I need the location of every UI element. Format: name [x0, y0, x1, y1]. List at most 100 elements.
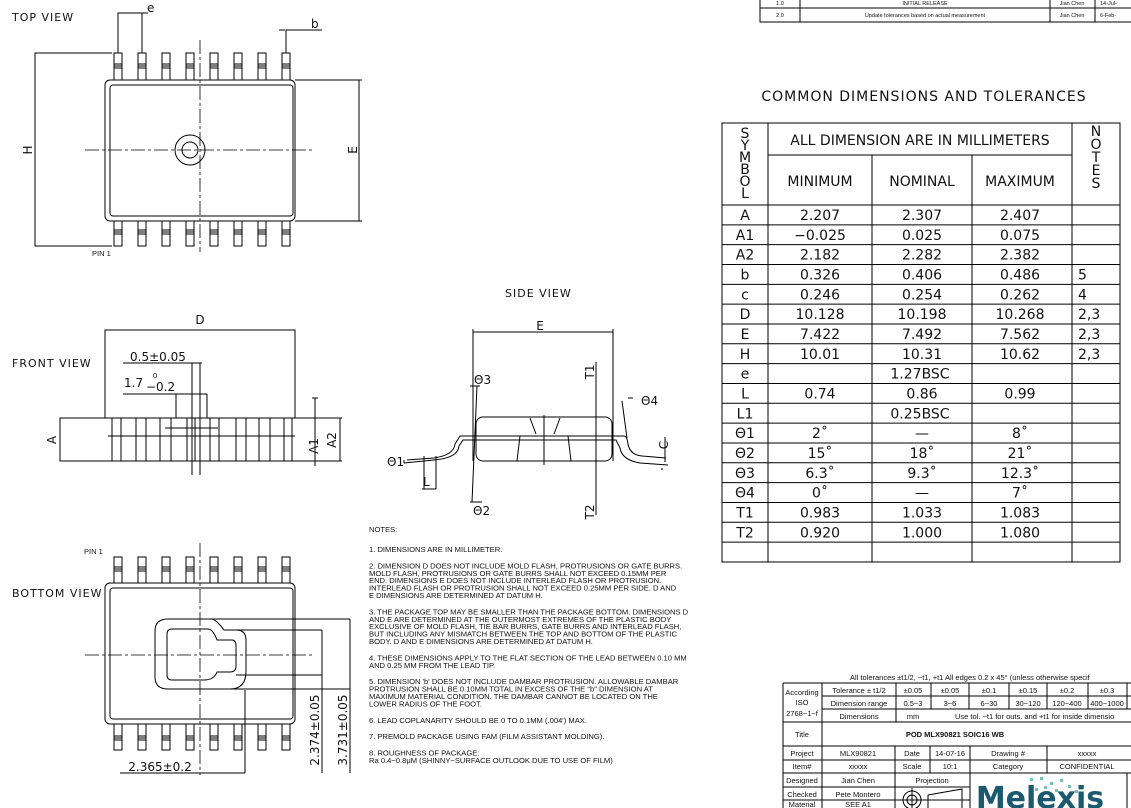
rev-description: INITIAL RELEASE	[902, 1, 948, 7]
range-value: 120−400	[1052, 699, 1081, 708]
checked-value: Pete Montero	[835, 790, 880, 799]
lead	[185, 220, 195, 247]
scale-label: Scale	[903, 762, 922, 771]
dim-b: b	[311, 17, 319, 31]
row-maximum: 10.62	[1000, 347, 1040, 363]
logo-dot	[1040, 777, 1043, 780]
lead	[209, 723, 219, 751]
lead	[137, 220, 147, 247]
row-nominal: 7.492	[902, 327, 942, 343]
drawing-label: Drawing #	[991, 749, 1026, 758]
row-maximum: 21˚	[1008, 445, 1033, 462]
note-3-line: EXCLUSIVE OF MOLD FLASH, TIE BAR BURRS, …	[369, 622, 681, 631]
checked-label: Checked	[787, 790, 817, 799]
row-nominal: 1.033	[902, 505, 942, 521]
row-maximum: 2.382	[1000, 248, 1040, 264]
dimension-table-title: COMMON DIMENSIONS AND TOLERANCES	[761, 89, 1086, 105]
lead	[161, 723, 171, 751]
note-2-line: INTERLEAD FLASH OR PROTRUSION SHALL NOT …	[369, 584, 677, 593]
row-symbol: D	[740, 307, 751, 323]
dim-theta1: Θ1	[387, 455, 404, 469]
pin1-label: PIN 1	[84, 547, 103, 556]
designed-value: Jian Chen	[841, 776, 875, 785]
dim-tab-upper: 0	[153, 371, 157, 380]
range-value: 3−6	[944, 699, 957, 708]
logo-text: Melexis	[976, 781, 1104, 808]
dim-theta4: Θ4	[641, 394, 658, 408]
rev-date: 6-Feb-	[1100, 13, 1116, 19]
standard-line-3: 2768−1−f	[786, 709, 819, 718]
tolerance-value: ±0.3	[1100, 686, 1115, 695]
dim-t1: T1	[583, 365, 597, 381]
dim-h: H	[21, 145, 35, 154]
row-symbol: c	[741, 287, 749, 303]
dim-tab: 1.7	[124, 376, 143, 390]
logo-dot	[1060, 779, 1063, 782]
title-label: Title	[795, 730, 809, 739]
column-minimum: MINIMUM	[787, 174, 852, 190]
lead	[137, 723, 147, 751]
row-symbol: Θ2	[735, 446, 755, 462]
lead	[257, 556, 267, 584]
notes: NOTES: 1. DIMENSIONS ARE IN MILLIMETER.2…	[369, 525, 689, 765]
dim-pad-outer-h: 3.731±0.05	[336, 694, 350, 765]
dim-a: A	[45, 435, 59, 444]
note-2-line: END. DIMENSIONS E DOES NOT INCLUDE INTER…	[369, 576, 661, 585]
tolerance-value: ±0.2	[1060, 686, 1075, 695]
lead	[113, 723, 123, 751]
row-nominal: 0.025	[902, 228, 942, 244]
row-symbol: T2	[735, 525, 753, 541]
row-symbol: Θ4	[735, 486, 755, 502]
range-value: 6−30	[981, 699, 998, 708]
dim-d: D	[195, 313, 204, 327]
row-nominal: 0.406	[902, 267, 942, 283]
row-maximum: 12.3˚	[1001, 465, 1039, 482]
row-nominal: 9.3˚	[907, 465, 936, 482]
row-minimum: 0.920	[800, 525, 840, 541]
project-label: Project	[790, 749, 814, 758]
lead	[137, 52, 147, 81]
row-maximum: 2.407	[1000, 208, 1040, 224]
lead	[113, 52, 123, 81]
row-symbol: A	[740, 208, 750, 224]
logo-dot	[1068, 785, 1071, 788]
row-symbol: A1	[736, 228, 754, 244]
note-5-line: 5. DIMENSION 'b' DOES NOT INCLUDE DAMBAR…	[369, 677, 679, 686]
dim-a2: A2	[325, 432, 339, 448]
row-note: 2,3	[1078, 347, 1100, 363]
lead	[113, 556, 123, 584]
range-value: 30−120	[1015, 699, 1040, 708]
row-symbol: Θ3	[735, 466, 755, 482]
note-3-line: BODY. D AND E DIMENSIONS ARE DETERMINED …	[369, 637, 593, 646]
dim-e-side: E	[536, 319, 544, 333]
row-maximum: 7.562	[1000, 327, 1040, 343]
row-maximum: 7˚	[1012, 485, 1028, 502]
logo-dot	[1044, 786, 1047, 789]
tolerance-value: ±0.05	[941, 686, 960, 695]
tolerance-value: ±0.1	[982, 686, 997, 695]
date-label: Date	[904, 749, 920, 758]
rev-number: 1.0	[776, 1, 784, 7]
date-value: 14-07-16	[935, 749, 965, 758]
note-2-line: 2. DIMENSION D DOES NOT INCLUDE MOLD FLA…	[369, 561, 682, 570]
note-2-line: E DIMENSIONS ARE DETERMINED AT DATUM H.	[369, 591, 543, 600]
row-nominal: 1.000	[902, 525, 942, 541]
note-8-line: 8. ROUGHNESS OF PACKAGE:	[369, 749, 479, 758]
melexis-logo: Melexis	[976, 777, 1104, 808]
note-7-line: 7. PREMOLD PACKAGE USING FAM (FILM ASSIS…	[369, 732, 604, 741]
row-symbol: E	[741, 327, 750, 343]
standard-line-2: ISO	[796, 698, 809, 707]
rev-author: Jian Chen	[1060, 1, 1085, 7]
rev-number: 2.0	[776, 13, 784, 19]
row-symbol: L1	[737, 406, 754, 422]
lead	[233, 556, 243, 584]
